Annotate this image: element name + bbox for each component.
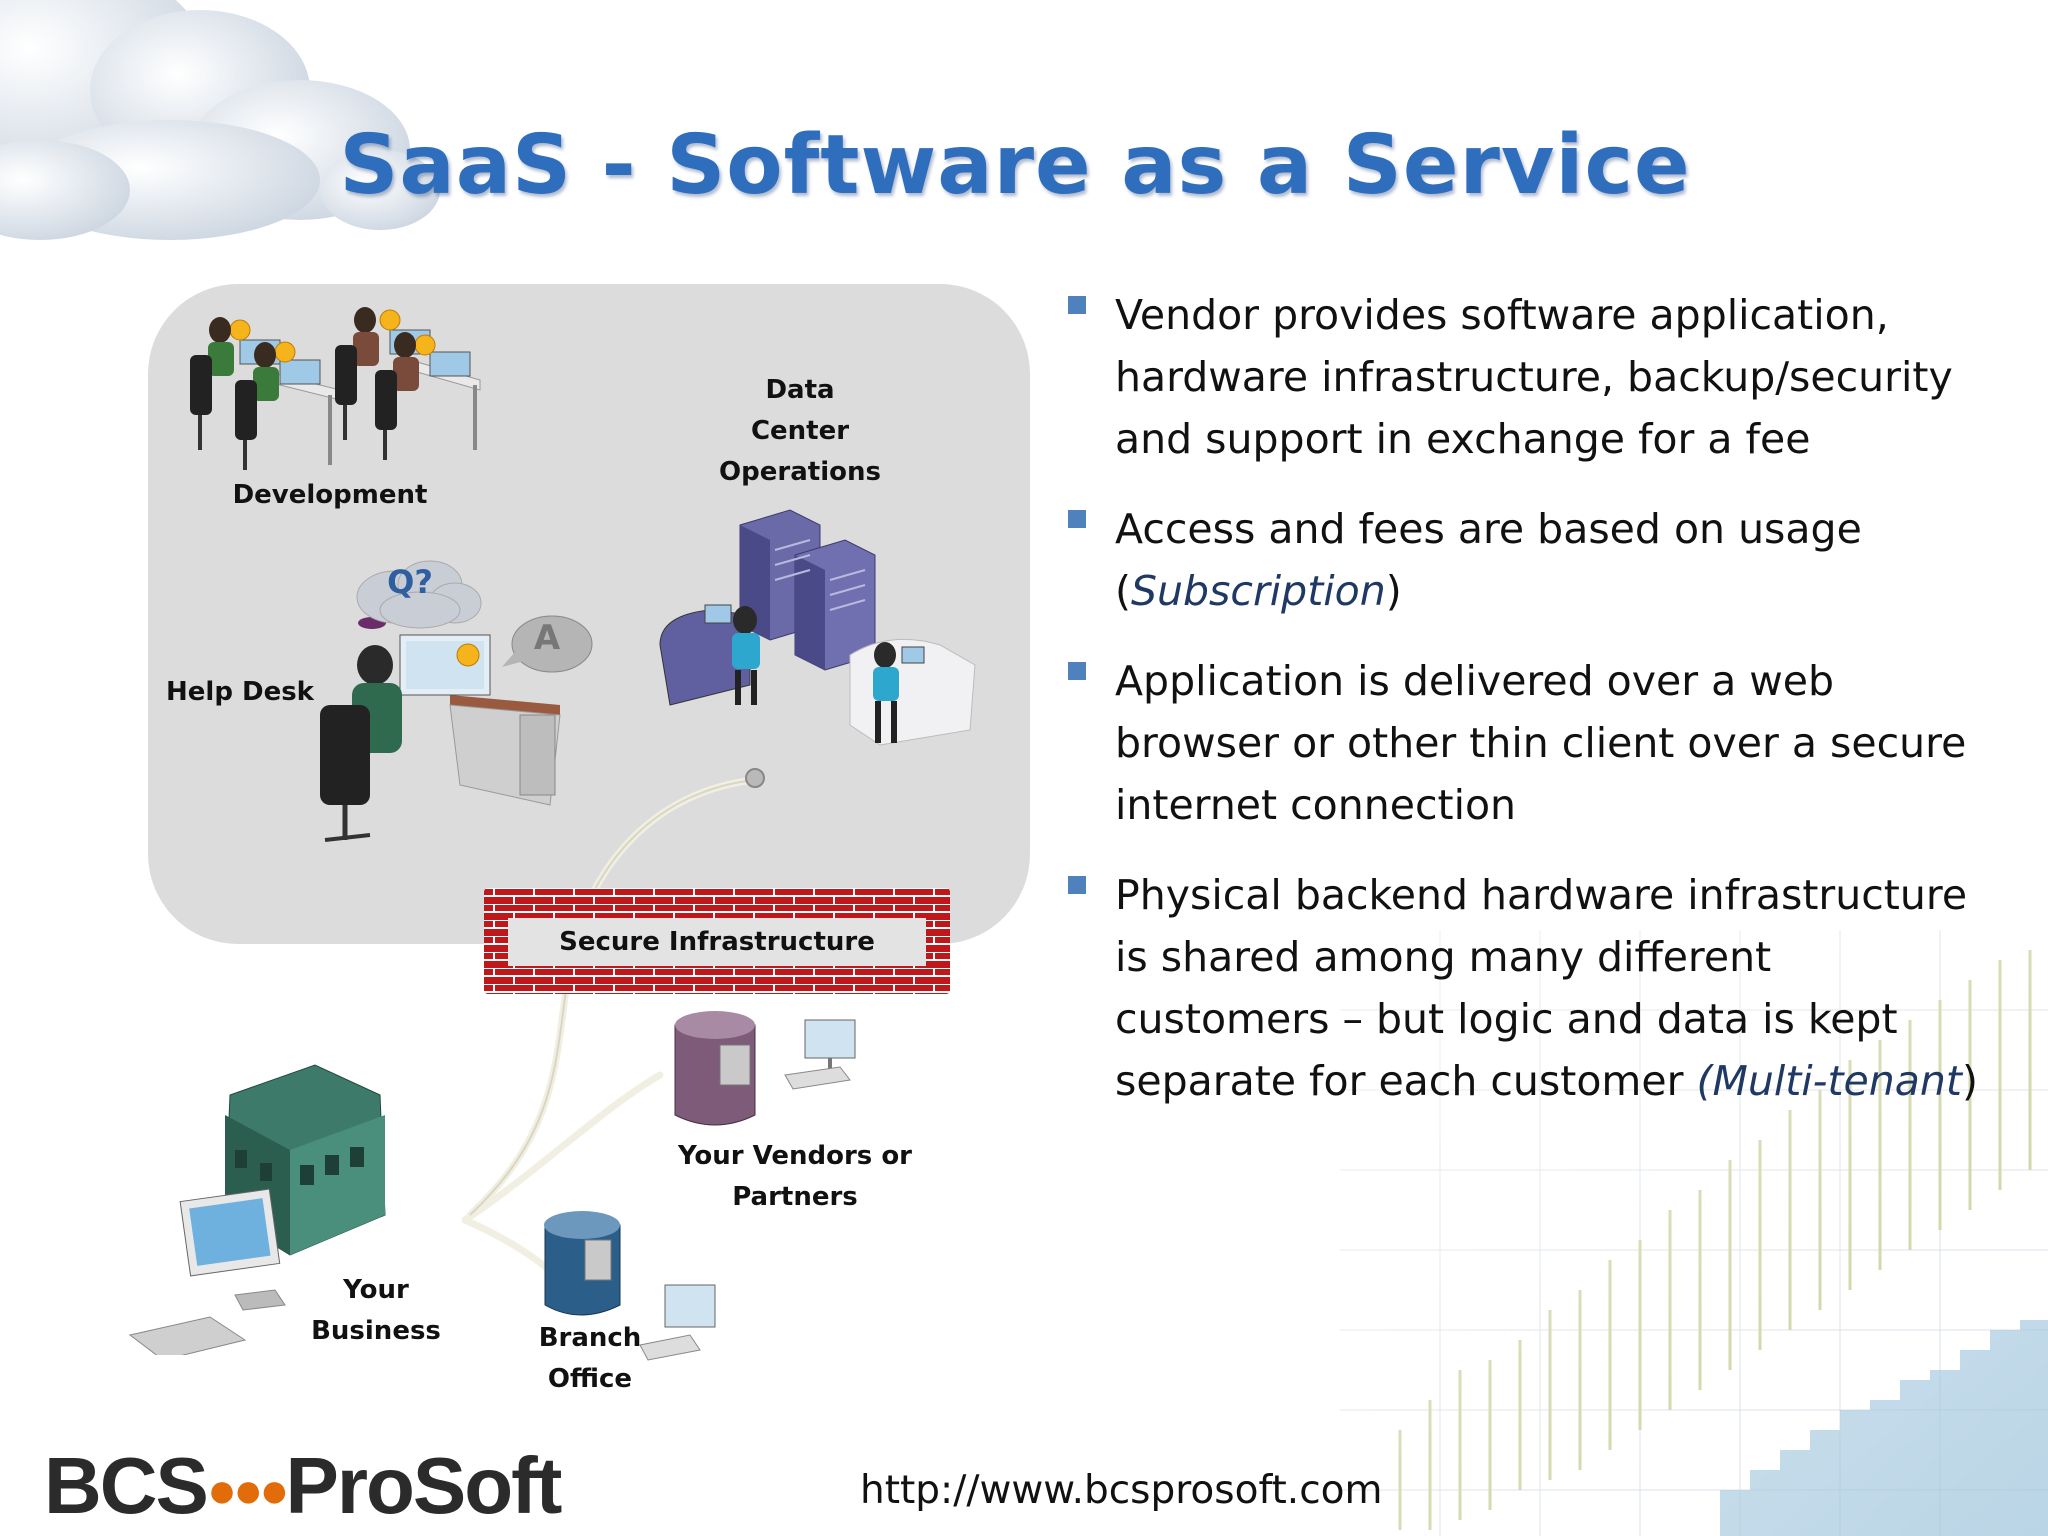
logo-text-prosoft: ProSoft — [285, 1441, 563, 1530]
help-desk-label: Help Desk — [166, 677, 314, 707]
your-business-label: Your Business — [296, 1270, 456, 1352]
data-center-label: Data Center Operations — [700, 370, 900, 493]
branch-office-line-2: Office — [547, 1364, 633, 1394]
vendors-server-illustration — [674, 1011, 856, 1126]
bullet-text-post: ) — [1961, 1057, 1978, 1105]
logo-text-bcs: BCS — [44, 1441, 209, 1530]
your-business-building-illustration — [128, 1064, 386, 1355]
bullet-item: Vendor provides software application, ha… — [1068, 284, 1988, 470]
bullet-text-post: ) — [1385, 567, 1402, 615]
vendors-line-1: Your Vendors or — [677, 1141, 913, 1171]
bullet-item: Application is delivered over a web brow… — [1068, 650, 1988, 836]
branch-office-server-illustration — [544, 1211, 716, 1361]
vendors-label: Your Vendors or Partners — [660, 1136, 930, 1218]
data-center-line-1: Data — [765, 375, 835, 405]
secure-infrastructure-box — [508, 918, 926, 966]
development-label: Development — [232, 480, 428, 510]
data-center-line-3: Operations — [719, 457, 881, 487]
bullet-text-pre: Physical backend hardware infrastructure… — [1115, 871, 1968, 1105]
answer-bubble — [502, 615, 593, 673]
branch-office-label: Branch Office — [520, 1318, 660, 1400]
data-center-illustration — [659, 509, 976, 746]
development-team-illustration — [190, 307, 481, 470]
bullet-text: Vendor provides software application, ha… — [1115, 291, 1953, 463]
bcs-prosoft-logo: BCS●●●ProSoft — [44, 1440, 562, 1530]
chart-background-decoration — [1340, 930, 2048, 1536]
cloud-decoration — [0, 0, 440, 240]
bullet-item: Physical backend hardware infrastructure… — [1068, 864, 1988, 1112]
bullet-text: Application is delivered over a web brow… — [1115, 657, 1967, 829]
vendors-line-2: Partners — [732, 1182, 858, 1212]
your-business-line-2: Business — [311, 1316, 441, 1346]
help-desk-illustration — [320, 617, 561, 842]
secure-infrastructure-label: Secure Infrastructure — [559, 927, 875, 957]
data-center-line-2: Center — [750, 416, 850, 446]
bullet-emphasis: Subscription — [1131, 567, 1386, 615]
branch-office-line-1: Branch — [538, 1323, 642, 1353]
answer-bubble-label: A — [533, 618, 561, 658]
your-business-line-1: Your — [343, 1275, 409, 1305]
bullet-marker — [1068, 296, 1086, 314]
bullet-marker — [1068, 662, 1086, 680]
logo-dots: ●●● — [206, 1462, 290, 1518]
question-bubble — [356, 560, 482, 629]
slide-title: SaaS - Software as a Service — [339, 118, 1691, 213]
bullet-list: Vendor provides software application, ha… — [1068, 284, 1988, 1140]
bullet-emphasis: (Multi-tenant — [1696, 1057, 1962, 1105]
question-bubble-label: Q? — [387, 563, 433, 601]
bullet-item: Access and fees are based on usage (Subs… — [1068, 498, 1988, 622]
diagram-panel — [148, 284, 1030, 944]
bullet-marker — [1068, 876, 1086, 894]
bullet-marker — [1068, 510, 1086, 528]
footer-url[interactable]: http://www.bcsprosoft.com — [860, 1468, 1383, 1513]
bullet-text-pre: Access and fees are based on usage ( — [1115, 505, 1862, 615]
